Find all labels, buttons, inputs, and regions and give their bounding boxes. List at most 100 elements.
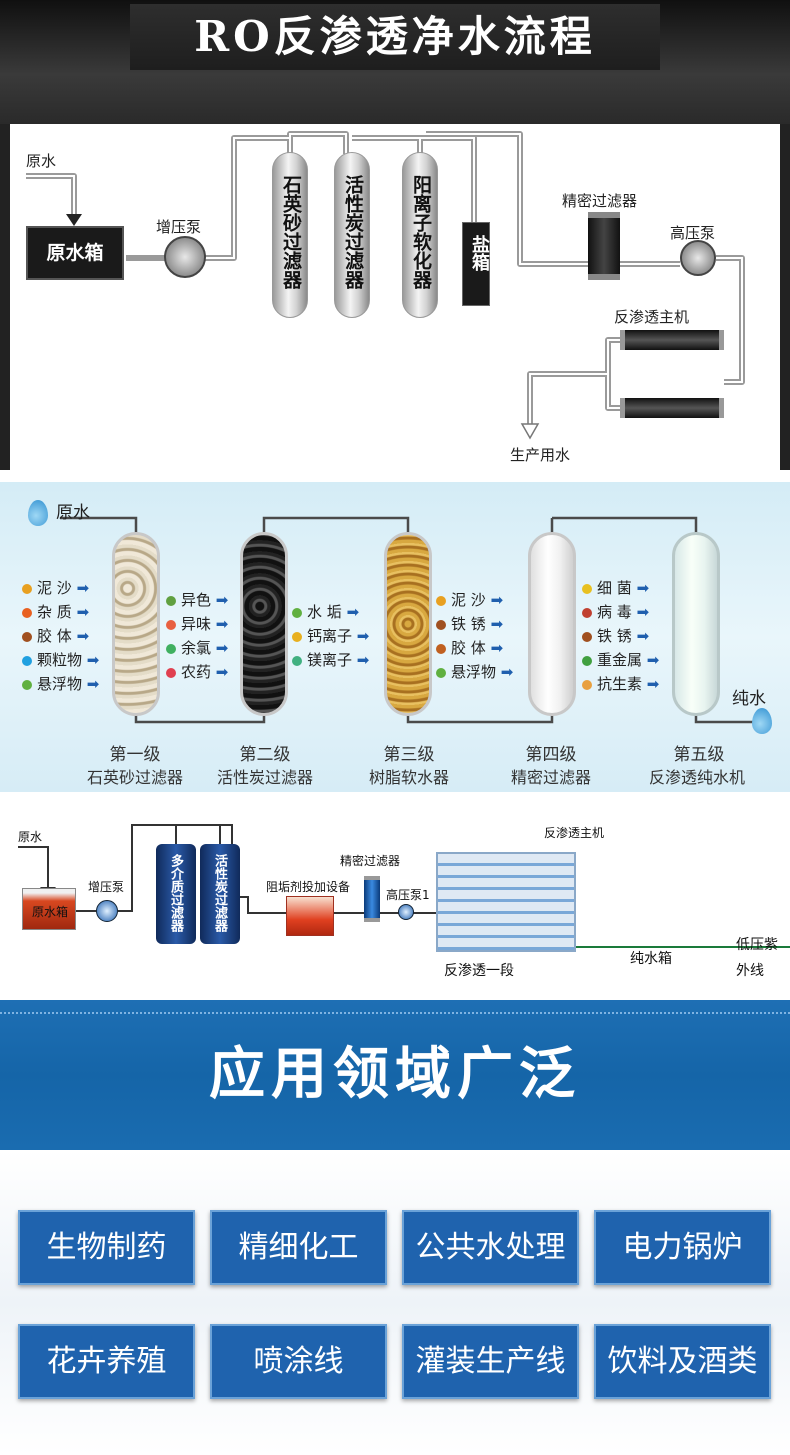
remove-item: 杂 质 ➡ [22,600,99,624]
stage2-level: 第二级 [239,745,291,765]
carbon-filter: 活性炭过滤器 [200,844,240,944]
high-pressure-pump-label: 高压泵1 [386,888,430,902]
remove-item: 泥 沙 ➡ [436,588,513,612]
field-tile: 生物制药 [18,1210,195,1285]
salt-tank: 盐箱 [462,222,490,306]
remove-item: 重金属 ➡ [582,648,659,672]
stage3-level: 第三级 [383,745,435,765]
cation-softener: 阳离子软化器 [402,152,438,318]
stage2-name: 活性炭过滤器 [216,768,313,787]
remove-item: 水 垢 ➡ [292,600,369,624]
ro-stage-label: 反渗透一段 [444,963,514,979]
remove-item: 病 毒 ➡ [582,600,659,624]
raw-water-label: 原水 [56,503,90,523]
remove-item: 铁 锈 ➡ [436,612,513,636]
stage-pipes [60,516,760,724]
ro-host-label: 反渗透主机 [614,308,690,326]
antiscalant-tank [286,896,334,936]
precision-filter-label: 精密过滤器 [562,192,638,210]
ro-membrane-lower [620,398,724,418]
water-drop-icon [752,708,772,734]
high-pressure-pump-icon [680,240,716,276]
precision-filter-tank [528,532,576,716]
pure-tank-label: 纯水箱 [630,951,672,967]
stage3-name: 树脂软水器 [368,768,449,787]
stage4-level: 第四级 [525,745,577,765]
filter-label: 阳离子软化器 [410,175,432,289]
field-tile: 喷涂线 [210,1324,387,1399]
carbon-filter-label: 活性炭过滤器 [212,854,227,932]
production-water-label: 生产用水 [510,446,571,464]
booster-pump-label: 增压泵 [88,880,125,894]
high-pressure-pump-icon [398,904,414,920]
field-tile: 灌装生产线 [402,1324,579,1399]
booster-pump-icon [96,900,118,922]
remove-item: 镁离子 ➡ [292,648,369,672]
remove-item: 悬浮物 ➡ [436,660,513,684]
remove-item: 钙离子 ➡ [292,624,369,648]
field-tile: 花卉养殖 [18,1324,195,1399]
stage1-remove-list: 泥 沙 ➡ 杂 质 ➡ 胶 体 ➡ 颗粒物 ➡ 悬浮物 ➡ [22,576,99,696]
precision-filter-label: 精密过滤器 [340,854,401,868]
right-frame [780,124,790,470]
uv-label-line1: 低压紫 [736,937,778,953]
remove-item: 胶 体 ➡ [436,636,513,660]
filter-label: 活性炭过滤器 [342,175,364,289]
activated-carbon-tank [240,532,288,716]
banner-divider [0,1012,790,1014]
multi-media-label: 多介质过滤器 [168,854,183,932]
filter-label: 石英砂过滤器 [280,175,302,289]
quartz-sand-tank [112,532,160,716]
remove-item: 细 菌 ➡ [582,576,659,600]
high-pressure-pump-label: 高压泵 [670,224,716,242]
raw-water-tank: 原水箱 [26,226,124,280]
quartz-sand-filter: 石英砂过滤器 [272,152,308,318]
precision-filter-icon [364,876,380,922]
pure-water-label: 纯水 [732,689,766,709]
pipe-network [26,131,745,440]
raw-water-label: 原水 [26,152,57,170]
remove-item: 异味 ➡ [166,612,228,636]
field-tile: 电力锅炉 [594,1210,771,1285]
stage5-level: 第五级 [673,745,725,765]
stage4-name: 精密过滤器 [510,768,591,787]
ro-membrane-tank [672,532,720,716]
booster-pump-label: 增压泵 [156,218,202,236]
remove-item: 余氯 ➡ [166,636,228,660]
field-tile: 饮料及酒类 [594,1324,771,1399]
stage5-name: 反渗透纯水机 [648,768,745,787]
multi-media-filter: 多介质过滤器 [156,844,196,944]
layout-pipes [18,824,790,948]
stage1-name: 石英砂过滤器 [86,768,183,787]
ro-host-label: 反渗透主机 [544,826,605,840]
stage2-remove-list: 异色 ➡ 异味 ➡ 余氯 ➡ 农药 ➡ [166,588,228,684]
stage4-remove-list: 泥 沙 ➡ 铁 锈 ➡ 胶 体 ➡ 悬浮物 ➡ [436,588,513,684]
application-fields [0,1150,790,1455]
stage5-remove-list: 细 菌 ➡ 病 毒 ➡ 铁 锈 ➡ 重金属 ➡ 抗生素 ➡ [582,576,659,696]
title-box [130,4,660,70]
remove-item: 胶 体 ➡ [22,624,99,648]
booster-pump-icon [164,236,206,278]
remove-item: 悬浮物 ➡ [22,672,99,696]
raw-water-label: 原水 [18,830,43,844]
activated-carbon-filter: 活性炭过滤器 [334,152,370,318]
precision-filter-icon [588,212,620,280]
remove-item: 抗生素 ➡ [582,672,659,696]
application-banner [0,1000,790,1150]
remove-item: 异色 ➡ [166,588,228,612]
ro-membrane-rack [436,852,576,952]
salt-tank-label: 盐箱 [469,235,490,271]
stage3-remove-list: 水 垢 ➡ 钙离子 ➡ 镁离子 ➡ [292,600,369,672]
left-frame [0,124,10,470]
page-title: RO反渗透净水流程 [194,12,596,61]
remove-item: 铁 锈 ➡ [582,624,659,648]
remove-item: 泥 沙 ➡ [22,576,99,600]
raw-tank-label: 原水箱 [31,905,68,919]
application-title: 应用领域广泛 [209,1042,581,1107]
field-tile: 精细化工 [210,1210,387,1285]
field-tile: 公共水处理 [402,1210,579,1285]
uv-label-line2: 外线 [736,963,764,979]
antiscalant-label: 阻垢剂投加设备 [266,880,351,894]
remove-item: 农药 ➡ [166,660,228,684]
raw-water-tank: 原水箱 [22,888,76,930]
